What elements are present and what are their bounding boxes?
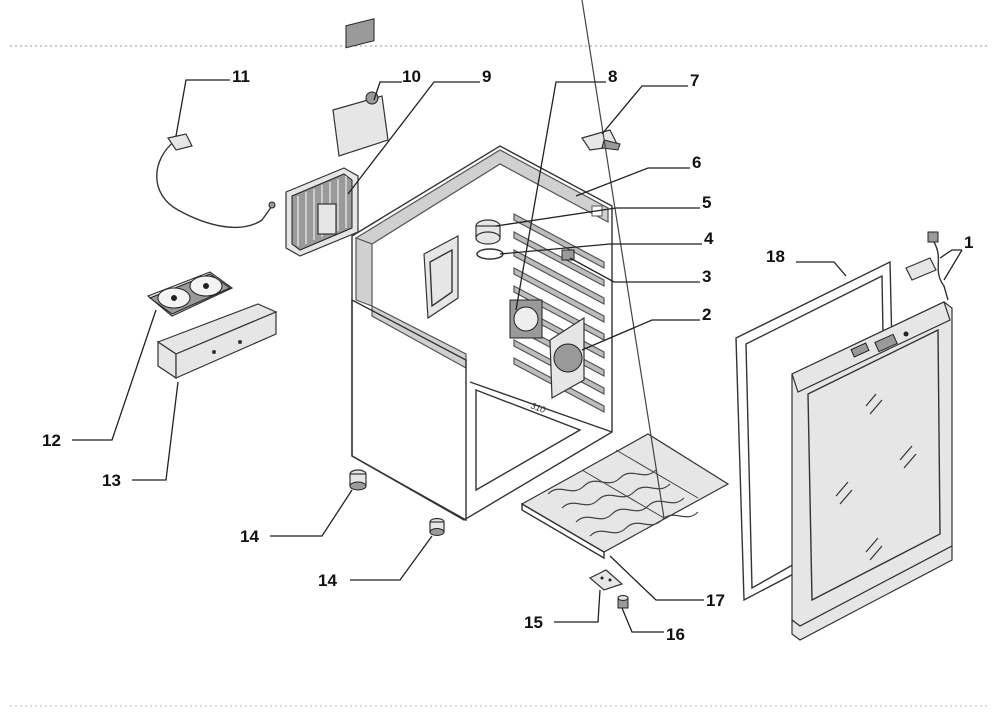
- part-13-fan-bracket: [156, 303, 278, 380]
- leader-2: [581, 319, 700, 351]
- leader-9: [347, 81, 480, 195]
- callout-16: 16: [666, 625, 685, 644]
- callout-8: 8: [608, 67, 617, 86]
- callout-4: 4: [704, 229, 714, 248]
- callout-17: 17: [706, 591, 725, 610]
- leader-lines: [72, 79, 963, 633]
- part-9-heatsink-module: [285, 167, 359, 257]
- callout-14-left: 14: [240, 527, 259, 546]
- leader-16: [621, 607, 664, 633]
- part-14-foot-front: [429, 517, 445, 536]
- leader-15: [554, 589, 601, 623]
- callout-3: 3: [702, 267, 711, 286]
- part-7-top-cap: [581, 129, 621, 151]
- leader-18: [796, 261, 847, 277]
- leader-13: [132, 381, 179, 481]
- part-17-wine-shelf: [520, 0, 730, 560]
- part-15-bracket: [588, 569, 624, 591]
- callout-7: 7: [690, 71, 699, 90]
- leader-14b: [350, 535, 433, 581]
- callout-10: 10: [402, 67, 421, 86]
- callout-1: 1: [964, 233, 973, 252]
- glass-door: [791, 231, 953, 641]
- leader-11: [175, 79, 230, 137]
- leader-4: [499, 243, 702, 255]
- callout-15: 15: [524, 613, 543, 632]
- leader-12: [72, 309, 157, 441]
- callout-6: 6: [692, 153, 701, 172]
- callout-13: 13: [102, 471, 121, 490]
- cabinet-marking: 310: [529, 400, 547, 415]
- leader-14a: [270, 489, 353, 537]
- leader-10: [373, 81, 402, 101]
- leader-8: [515, 81, 606, 311]
- callout-12: 12: [42, 431, 61, 450]
- callout-labels: 11 10 9 8 7 6 5 4 3 2 1 18 12 13 14 14 1…: [42, 67, 973, 644]
- part-11-sensor-cable: [156, 133, 276, 228]
- callout-2: 2: [702, 305, 711, 324]
- part-14-foot-left: [349, 469, 367, 491]
- leader-1: [939, 249, 962, 259]
- callout-18: 18: [766, 247, 785, 266]
- callout-14-front: 14: [318, 571, 337, 590]
- leader-5: [495, 207, 700, 227]
- leader-3: [569, 257, 700, 283]
- callout-11: 11: [232, 67, 250, 86]
- part-16-small-knob: [617, 594, 629, 609]
- leader-7: [601, 85, 688, 135]
- part-12-dual-fans: [146, 271, 234, 317]
- callout-5: 5: [702, 193, 711, 212]
- leader-6: [575, 167, 690, 197]
- part-10-circuit-board: [332, 18, 389, 157]
- callout-9: 9: [482, 67, 491, 86]
- cabinet-body: 310: [351, 145, 613, 522]
- leader-17: [609, 555, 704, 601]
